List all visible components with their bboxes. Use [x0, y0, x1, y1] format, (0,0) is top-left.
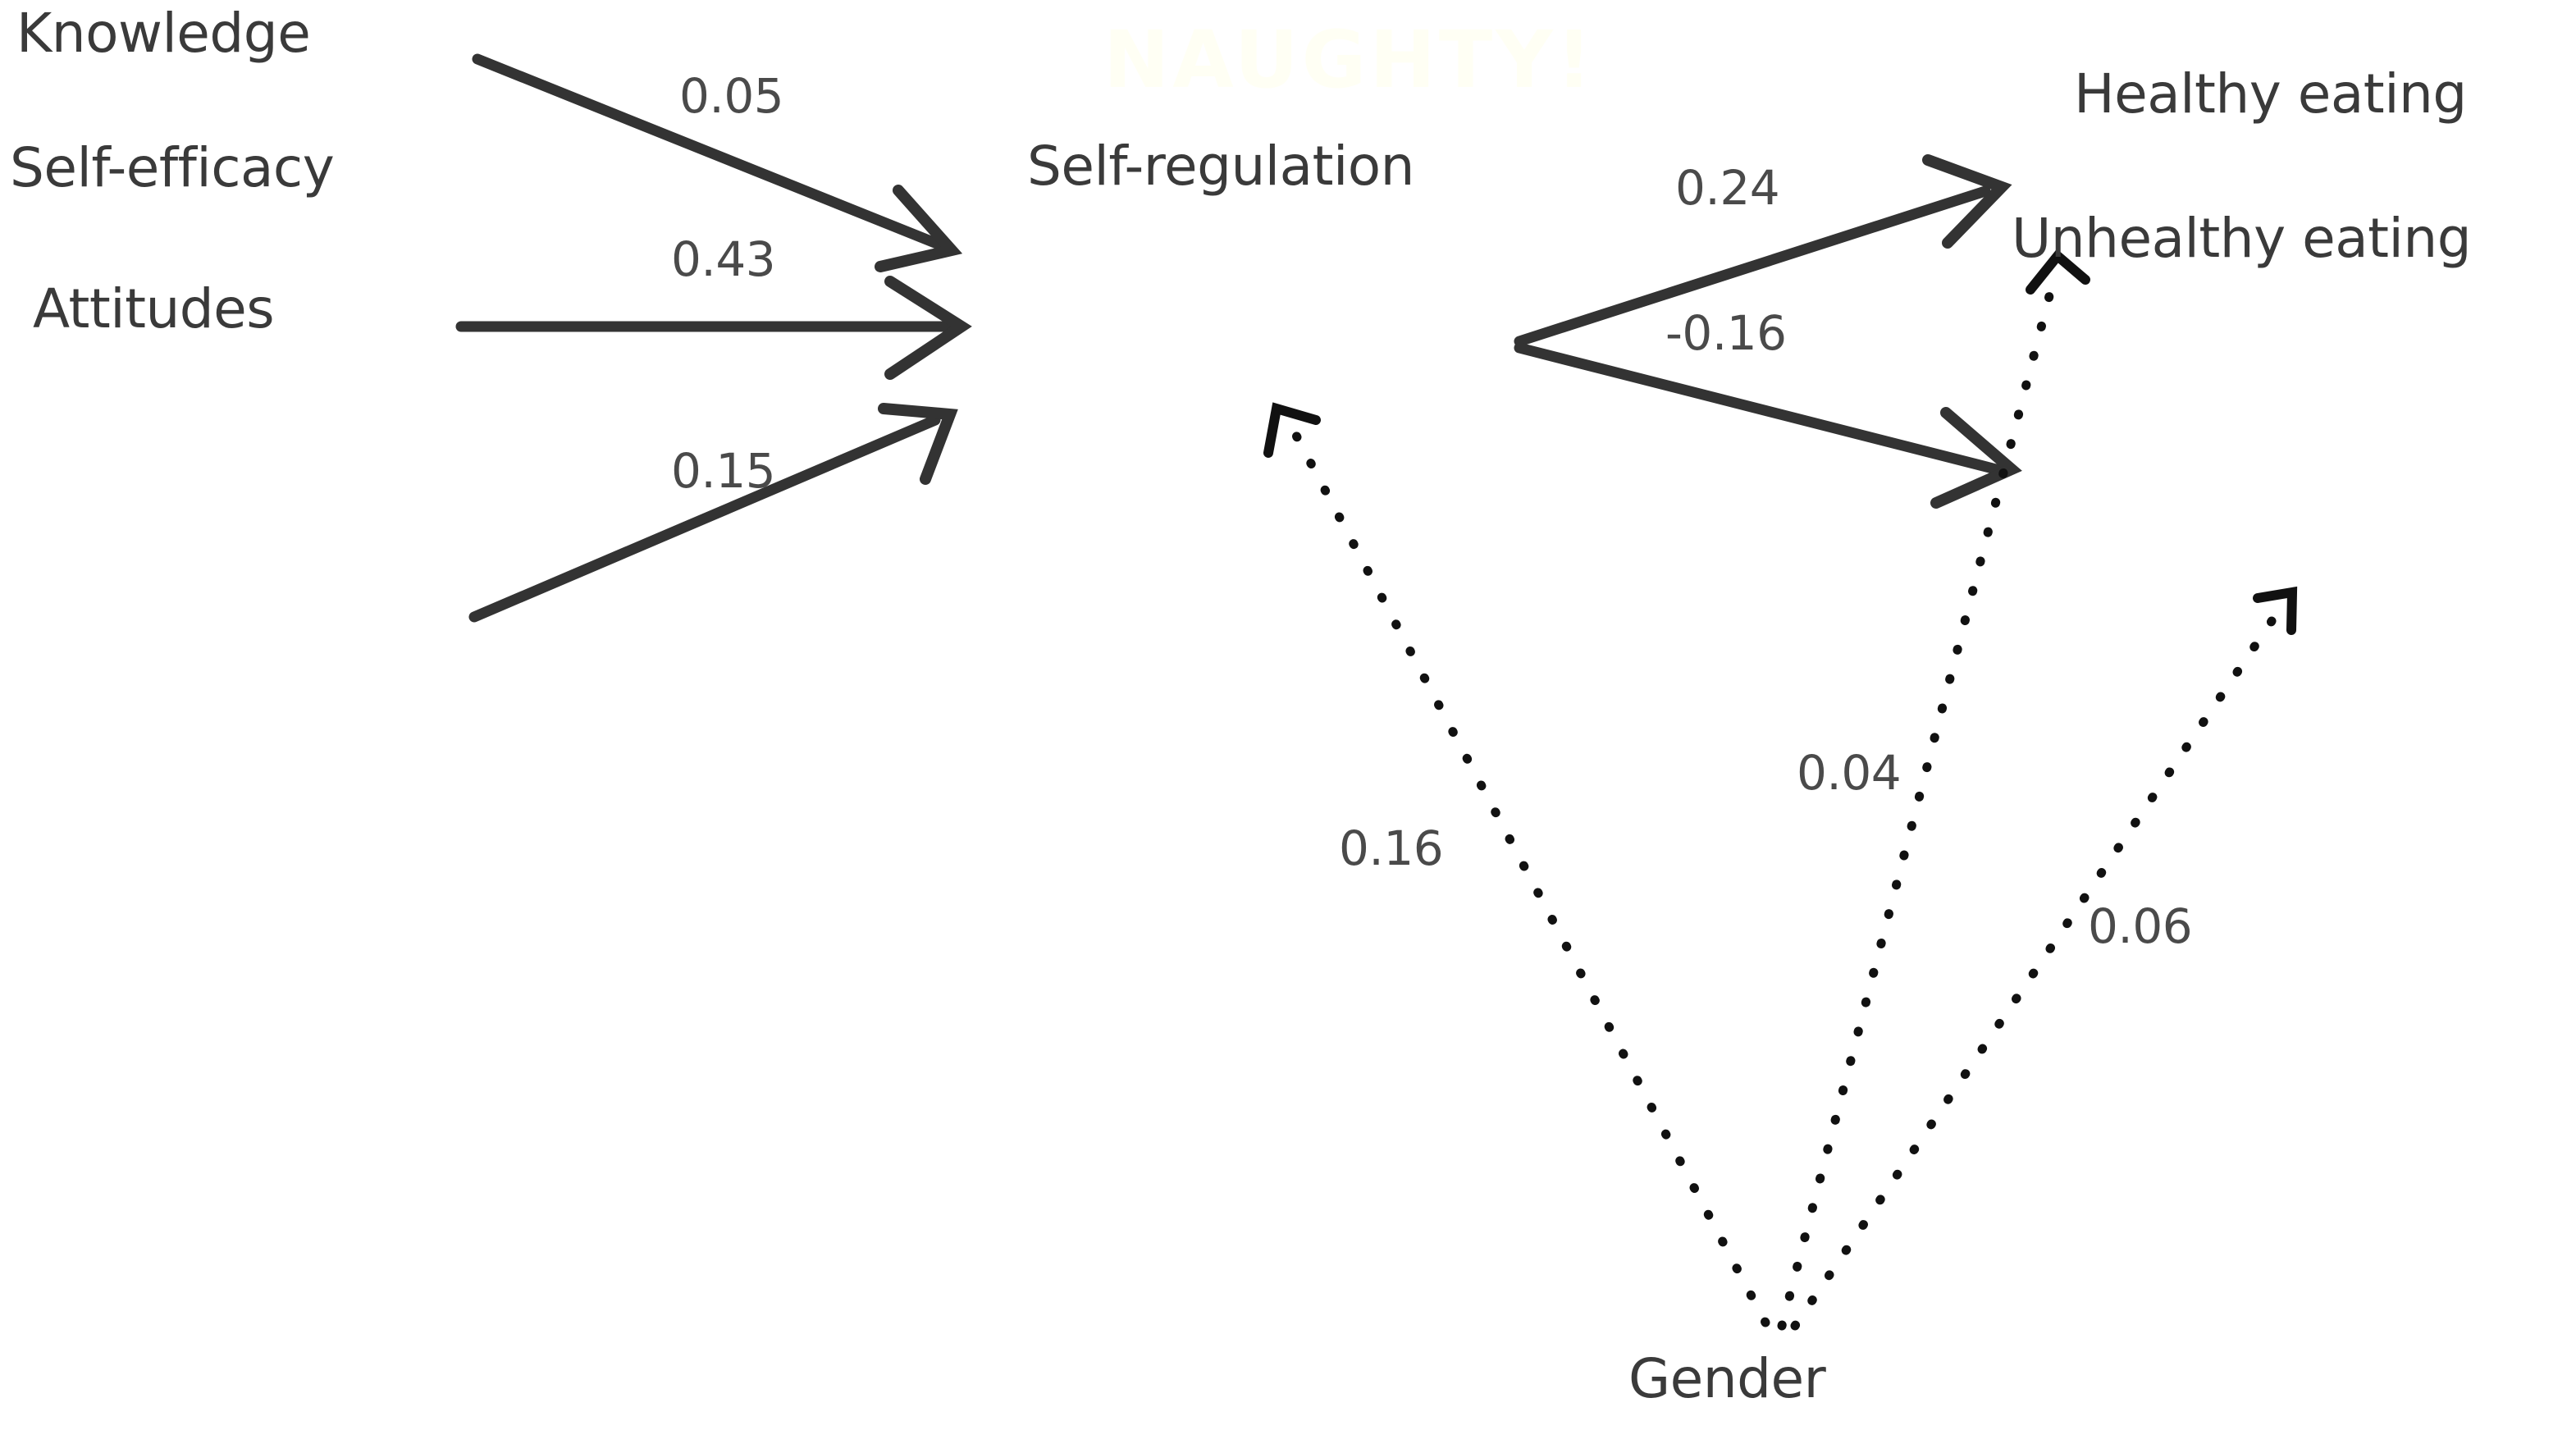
edge-gender-to-unhealthy — [1790, 586, 2298, 1331]
node-label-self-regulation: Self-regulation — [1027, 135, 1415, 198]
edge-selfregulation-to-unhealthy — [1514, 342, 2022, 509]
coefficient-selfregulation-unhealthy: -0.16 — [1665, 305, 1787, 361]
edge-attitudes-to-selfregulation — [468, 403, 958, 623]
coefficient-attitudes-selfregulation: 0.15 — [671, 443, 776, 499]
node-label-self-efficacy: Self-efficacy — [10, 136, 335, 199]
coefficient-selfregulation-healthy: 0.24 — [1675, 160, 1780, 216]
edge-selfefficacy-to-selfregulation — [455, 276, 972, 380]
coefficient-gender-healthy: 0.04 — [1797, 745, 1902, 801]
node-label-healthy-eating: Healthy eating — [2074, 62, 2467, 126]
edge-gender-to-healthy — [1777, 249, 2090, 1331]
watermark-text: NAUGHTY! — [1103, 14, 1596, 106]
node-label-unhealthy-eating: Unhealthy eating — [2012, 207, 2472, 270]
node-label-knowledge: Knowledge — [16, 2, 311, 65]
edge-gender-to-selfregulation — [1263, 402, 1770, 1327]
edge-knowledge-to-selfregulation — [472, 53, 963, 272]
coefficient-selfefficacy-selfregulation: 0.43 — [671, 231, 776, 287]
edge-selfregulation-to-healthy — [1514, 154, 2012, 347]
coefficient-gender-unhealthy: 0.06 — [2088, 898, 2193, 954]
coefficient-gender-selfregulation: 0.16 — [1339, 820, 1444, 876]
node-label-attitudes: Attitudes — [33, 277, 275, 340]
coefficient-knowledge-selfregulation: 0.05 — [679, 68, 784, 124]
node-label-gender: Gender — [1628, 1347, 1826, 1410]
